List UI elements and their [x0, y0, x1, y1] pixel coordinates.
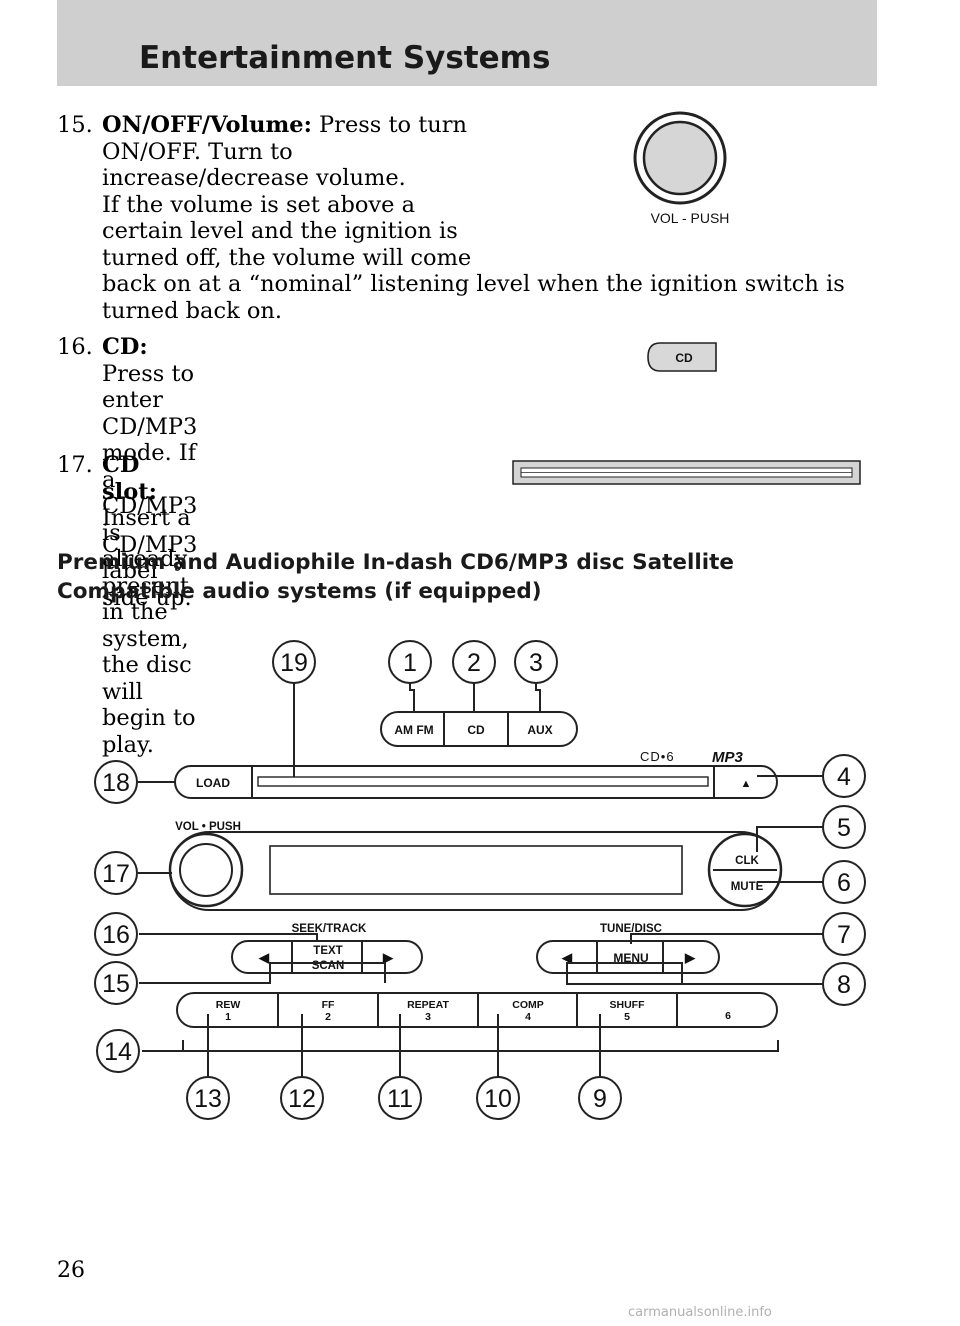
- preset-2-bottom: 2: [325, 1011, 331, 1023]
- cd6-logo: CD•6: [640, 749, 675, 764]
- display-screen: [269, 845, 683, 895]
- item-term: CD:: [102, 334, 148, 360]
- callout-2: 2: [467, 649, 481, 677]
- text-label: TEXT: [313, 945, 342, 957]
- menu-label: MENU: [613, 951, 648, 965]
- callout-9: 9: [593, 1085, 607, 1113]
- volume-knob-figure: VOL - PUSH: [633, 111, 730, 226]
- callout-19: 19: [280, 649, 308, 677]
- callout-11: 11: [387, 1085, 413, 1113]
- cd-button-figure: CD: [647, 342, 717, 372]
- scan-label: SCAN: [312, 960, 345, 972]
- callout-4: 4: [837, 763, 851, 791]
- clk-label: CLK: [735, 855, 759, 867]
- page-number: 26: [57, 1258, 85, 1283]
- preset-4-bottom: 4: [525, 1011, 531, 1023]
- callout-10: 10: [484, 1085, 512, 1113]
- section-heading: Premium and Audiophile In-dash CD6/MP3 d…: [57, 550, 734, 604]
- preset-5-bottom: 5: [624, 1011, 630, 1023]
- preset-1-bottom: 1: [225, 1011, 231, 1023]
- item-number: 16.: [57, 334, 93, 360]
- aux-label: AUX: [527, 723, 552, 737]
- callout-16: 16: [102, 921, 130, 949]
- preset-2-top: FF: [322, 999, 335, 1011]
- callout-7: 7: [837, 921, 851, 949]
- seek-track-pill: [231, 940, 423, 974]
- preset-1-top: REW: [216, 999, 241, 1011]
- preset-3-bottom: 3: [425, 1011, 431, 1023]
- vol-push-diagram-label: VOL • PUSH: [175, 821, 241, 833]
- mute-label: MUTE: [731, 881, 764, 893]
- preset-6-bottom: 6: [725, 1010, 731, 1022]
- callout-18: 18: [102, 769, 130, 797]
- callout-12: 12: [288, 1085, 316, 1113]
- callout-5: 5: [837, 814, 851, 842]
- watermark: carmanualsonline.info: [628, 1305, 772, 1320]
- callout-15: 15: [102, 970, 130, 998]
- page-header: Entertainment Systems: [57, 0, 877, 86]
- cd-slot-figure: [512, 460, 861, 485]
- callout-13: 13: [194, 1085, 222, 1113]
- seek-right-arrow-icon[interactable]: ▶: [382, 950, 394, 965]
- callout-3: 3: [529, 649, 543, 677]
- item-body: CD: Press to enter CD/MP3 mode. If a CD/…: [102, 334, 198, 758]
- cd-button-label: CD: [675, 351, 693, 365]
- header-title: Entertainment Systems: [139, 40, 551, 76]
- item-body: ON/OFF/Volume: Press to turn ON/OFF. Tur…: [102, 112, 845, 324]
- tune-left-arrow-icon[interactable]: ◀: [561, 950, 573, 965]
- am-fm-label: AM FM: [394, 723, 433, 737]
- tune-disc-pill: [536, 940, 720, 974]
- item-number: 17.: [57, 452, 93, 478]
- mp3-logo: MP3: [712, 749, 744, 766]
- callout-8: 8: [837, 971, 851, 999]
- item-term: ON/OFF/Volume:: [102, 112, 312, 138]
- seek-track-label: SEEK/TRACK: [292, 923, 367, 935]
- item-body: CD slot: Insert a CD/MP3 label side up.: [102, 452, 198, 611]
- tune-right-arrow-icon[interactable]: ▶: [684, 950, 696, 965]
- load-label: LOAD: [196, 776, 230, 790]
- cd-label: CD: [467, 723, 485, 737]
- tune-disc-label: TUNE/DISC: [600, 923, 662, 935]
- item-number: 15.: [57, 112, 93, 138]
- callout-1: 1: [403, 649, 417, 677]
- vol-push-label: VOL - PUSH: [651, 210, 730, 226]
- callout-6: 6: [837, 869, 851, 897]
- preset-5-top: SHUFF: [610, 999, 646, 1011]
- eject-icon[interactable]: ▲: [741, 778, 752, 790]
- callout-17: 17: [102, 860, 130, 888]
- radio-faceplate-diagram: AM FM CD AUX LOAD ▲ VOL • PUSH CLK MUTE …: [94, 640, 866, 1120]
- am-fm-cd-aux-pill: [380, 711, 578, 747]
- preset-4-top: COMP: [512, 999, 544, 1011]
- seek-left-arrow-icon[interactable]: ◀: [258, 950, 270, 965]
- callout-14: 14: [104, 1038, 132, 1066]
- preset-3-top: REPEAT: [407, 999, 449, 1011]
- item-term: CD slot:: [102, 452, 157, 505]
